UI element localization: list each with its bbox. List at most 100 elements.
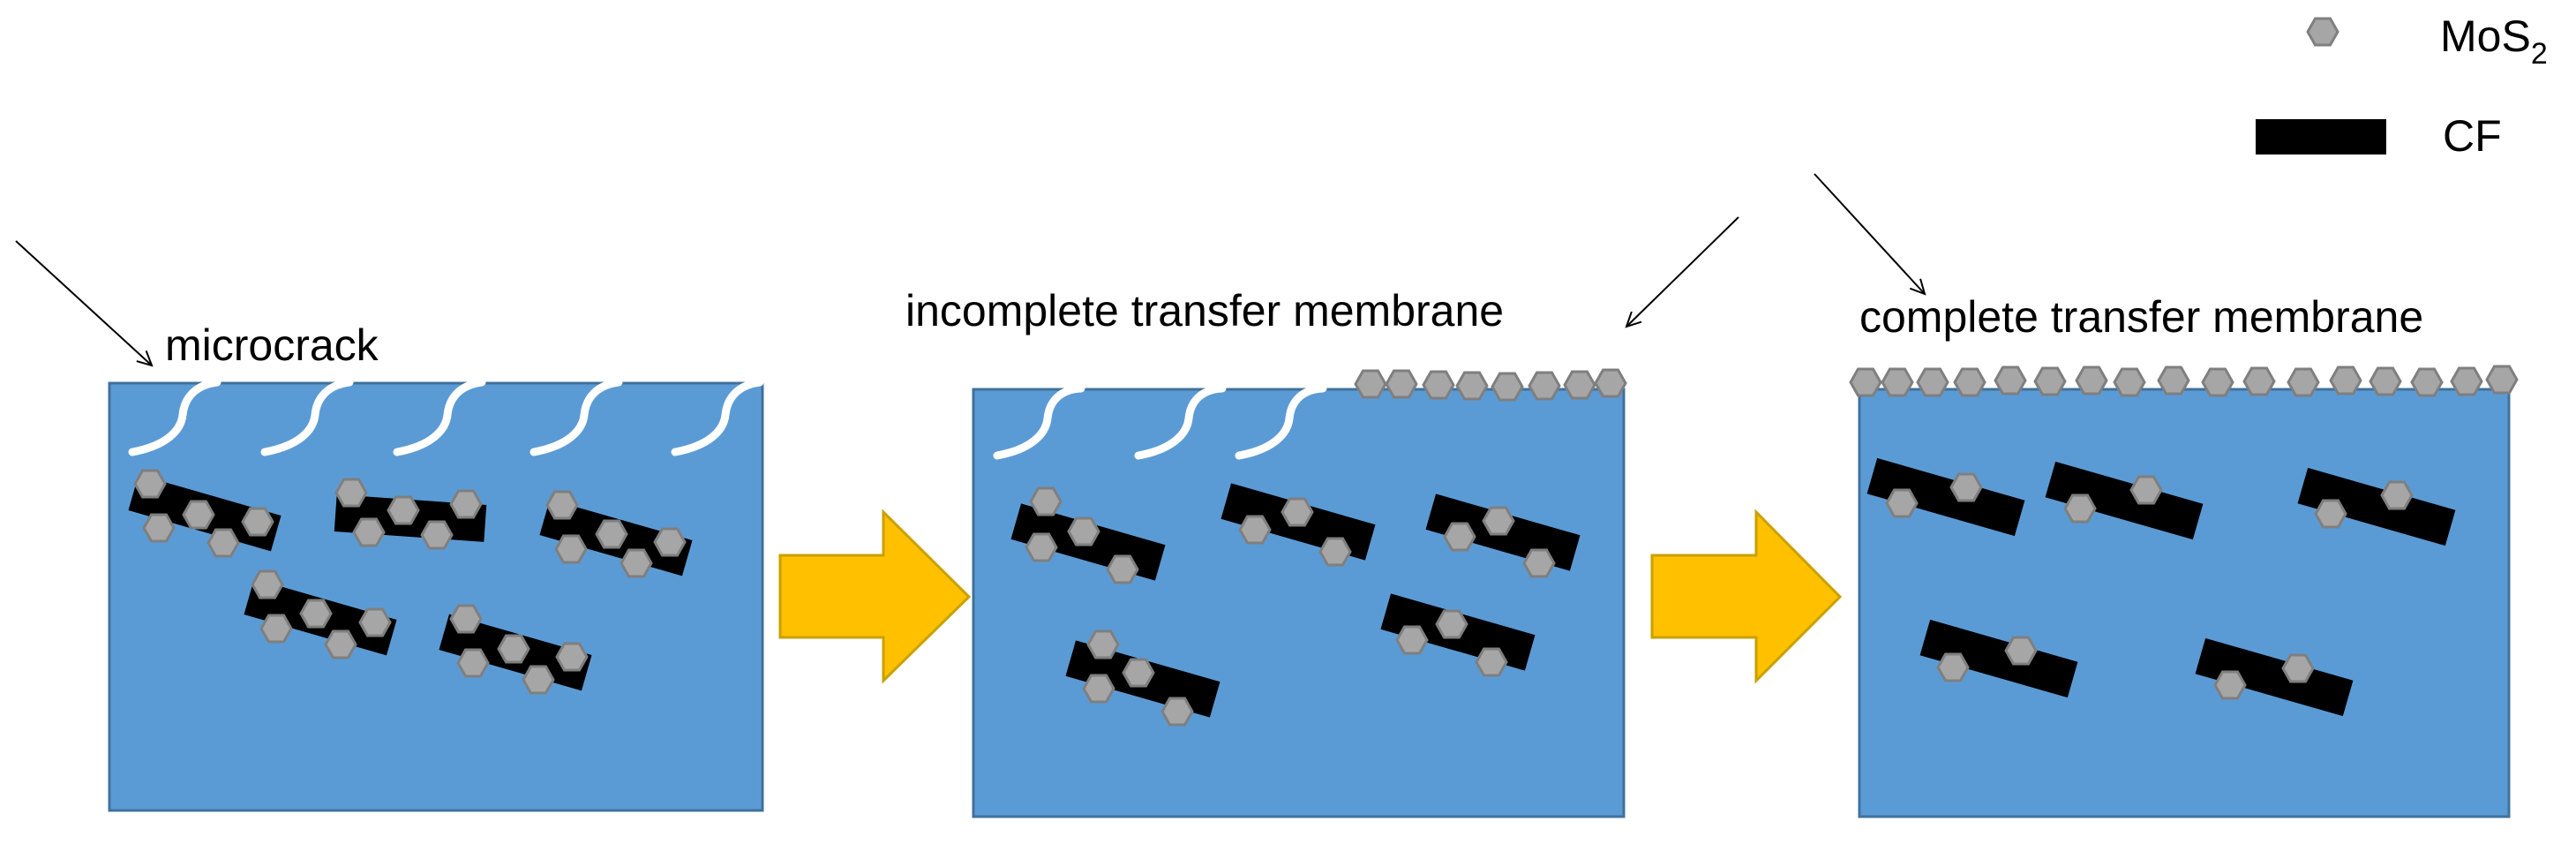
mos2-hexagon: [2033, 366, 2067, 396]
mos2-hexagon: [2201, 367, 2234, 397]
mos2-hexagon: [2157, 365, 2190, 396]
mos2-hexagon: [1395, 625, 1429, 655]
mos2-hexagon: [449, 604, 483, 634]
mos2-hexagon: [1160, 697, 1194, 727]
mos2-hexagon: [2213, 670, 2247, 700]
mos2-hexagon: [2242, 366, 2276, 396]
mos2-hexagon: [2329, 365, 2362, 396]
mos2-hexagon: [1522, 548, 1556, 578]
mos2-hexagon: [2004, 636, 2038, 666]
mos2-hexagon: [1475, 647, 1508, 677]
mos2-hexagon: [1086, 629, 1120, 659]
mos2-hexagon: [1354, 369, 1387, 399]
mos2-hexagon: [133, 469, 167, 499]
mos2-hexagon: [653, 527, 687, 557]
mos2-hexagon: [142, 513, 176, 543]
mos2-hexagon: [207, 528, 240, 558]
mos2-hexagon: [2485, 365, 2519, 395]
mos2-hexagon: [2450, 366, 2483, 396]
complete-membrane-label: complete transfer membrane: [1859, 292, 2423, 342]
mos2-hexagon: [2063, 494, 2097, 524]
mos2-hexagon: [1422, 370, 1455, 400]
microcrack-curve: [993, 384, 1085, 460]
mos2-hexagon: [1025, 532, 1058, 562]
mos2-hexagon: [1082, 674, 1115, 704]
mos2-hexagon: [554, 534, 588, 564]
mos2-hexagon: [1443, 522, 1476, 552]
microcrack-curve: [1134, 384, 1227, 460]
microcracks: [128, 378, 764, 456]
microcrack-curve: [529, 378, 623, 456]
mos2-hexagon: [620, 548, 653, 578]
mos2-hexagon: [299, 599, 333, 629]
microcrack-curve: [393, 378, 486, 456]
mos2-hexagon: [352, 517, 386, 547]
panel-incomplete-membrane: incomplete transfer membrane: [905, 216, 1739, 818]
incomplete-membrane-label: incomplete transfer membrane: [905, 286, 1504, 335]
mos2-hexagon: [1122, 658, 1155, 688]
mos2-hexagon: [522, 665, 555, 695]
legend-cf: CF: [2256, 111, 2502, 161]
mos2-hexagon: [1106, 554, 1139, 584]
mos2-hexagon: [1482, 506, 1515, 536]
mos2-hexagon: [545, 490, 579, 520]
matrix-block: [1858, 388, 2511, 818]
legend-mos2-label: MoS: [2440, 11, 2531, 61]
mos2-hexagon: [497, 634, 530, 664]
mos2-hexagon: [1435, 609, 1468, 639]
mos2-hexagon: [1881, 367, 1914, 397]
matrix-block: [108, 381, 764, 812]
mos2-hexagon: [1528, 371, 1561, 401]
legend-mos2-subscript: 2: [2531, 37, 2548, 71]
mos2-hexagon: [1936, 652, 1970, 682]
carbon-fiber: [2297, 467, 2456, 546]
mos2-hexagon: [2129, 475, 2163, 505]
mos2-hexagon: [1385, 369, 1418, 399]
mos2-hexagon: [1594, 368, 1627, 398]
mos2-hexagon: [2113, 367, 2146, 397]
carbon-fiber: [1866, 457, 2025, 537]
mos2-hexagon: [1885, 488, 1919, 518]
block-arrow-right-icon: [778, 509, 972, 684]
mos2-hexagon: [449, 489, 483, 519]
mos2-hexagon: [358, 607, 392, 637]
mos2-hexagon: [1238, 515, 1272, 545]
mos2-hexagon: [1994, 365, 2027, 396]
mos2-hexagon: [456, 648, 490, 678]
microcrack-curve: [260, 378, 354, 456]
mos2-hexagon: [1849, 367, 1882, 397]
panel-microcrack: microcrack: [15, 240, 764, 812]
mos2-hexagon: [1455, 371, 1489, 401]
fibers-panel3: [1866, 457, 2456, 717]
mos2-hexagon: [420, 520, 454, 550]
legend: MoS2 CF: [2256, 11, 2548, 161]
hexagon-icon: [2306, 17, 2339, 47]
legend-mos2: MoS2: [2306, 11, 2548, 71]
mos2-hexagon: [2287, 367, 2320, 397]
mos2-hexagon: [241, 507, 274, 537]
matrix-block: [972, 388, 1626, 818]
microcracks: [993, 384, 1327, 460]
complete-membrane-pointer-arrow: [1814, 173, 1925, 294]
mos2-hexagon: [2314, 499, 2347, 529]
mos2-hexagon: [2075, 365, 2108, 396]
mos2-hexagon: [2380, 480, 2414, 510]
mos2-hexagon: [1916, 367, 1949, 397]
panel-complete-membrane: complete transfer membrane: [1814, 173, 2519, 818]
microcrack-curve: [128, 378, 222, 456]
legend-cf-label: CF: [2443, 111, 2502, 161]
incomplete-membrane-pointer-arrow: [1626, 216, 1739, 327]
mos2-hexagon: [387, 495, 420, 525]
black-bar-icon: [2256, 119, 2386, 154]
mos2-hexagon: [324, 629, 357, 659]
carbon-fiber: [2195, 637, 2354, 717]
svg-text:MoS2: MoS2: [2440, 11, 2548, 71]
mos2-hexagon: [2281, 653, 2315, 683]
mos2-hexagon: [259, 614, 293, 644]
mos2-hexagon: [1318, 537, 1352, 567]
mos2-hexagon: [555, 642, 589, 672]
mos2-hexagon: [1563, 370, 1596, 400]
microcrack-pointer-arrow: [15, 240, 152, 365]
